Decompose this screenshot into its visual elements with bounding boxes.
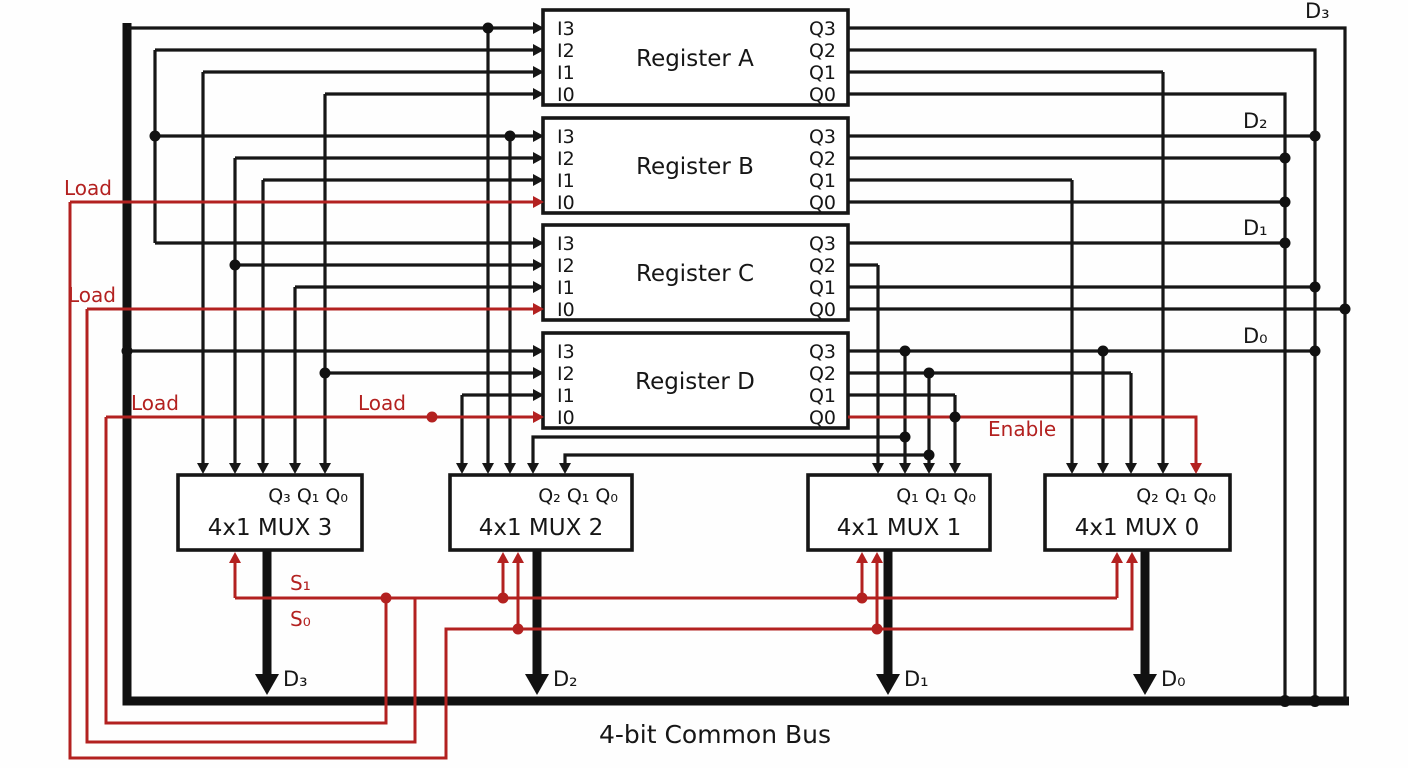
regc-q1-pin: Q1 [809, 277, 836, 299]
d2-feedback-wire [848, 48, 1317, 700]
mux2-feed-5 [559, 453, 929, 474]
load-b-label: Load [64, 176, 112, 200]
rega-i1-pin: I1 [557, 62, 575, 84]
d1-feedback-wire [848, 92, 1287, 700]
regc-i1-pin: I1 [557, 277, 575, 299]
control-labels: Load Load Load Load Enable S₁ S₀ [64, 176, 1056, 631]
register-output-wires [848, 70, 1345, 397]
d3-top-label: D₃ [1305, 0, 1330, 23]
common-bus-label: 4-bit Common Bus [599, 720, 831, 749]
regb-q2-pin: Q2 [809, 148, 836, 170]
regb-q1-pin: Q1 [809, 170, 836, 192]
regd-i2-pin: I2 [557, 363, 575, 385]
junction-dots [121, 22, 1351, 707]
mux0-name: 4x1 MUX 0 [1075, 515, 1200, 541]
regc-q0-pin: Q0 [809, 299, 836, 321]
mux0-box [1043, 473, 1232, 552]
mux1-output-label: D₁ [904, 667, 929, 691]
mux2-feed-4 [527, 435, 905, 474]
d0-top-label: D₀ [1243, 324, 1268, 348]
load-d-label: Load [131, 391, 179, 415]
regd-q1-pin: Q1 [809, 385, 836, 407]
register-c-name: Register C [636, 261, 754, 287]
regb-q0-pin: Q0 [809, 192, 836, 214]
register-input-wires [127, 22, 544, 401]
d1-top-label: D₁ [1243, 216, 1268, 240]
mux3-inputs-label: Q₃ Q₁ Q₀ [268, 485, 348, 507]
regb-i1-pin: I1 [557, 170, 575, 192]
mux-output-wires [255, 550, 1157, 695]
s0-wire [68, 202, 1138, 760]
input-distribution-wires [153, 28, 1169, 474]
mux3-box [176, 473, 364, 552]
enable-label: Enable [988, 417, 1056, 441]
regd-q2-pin: Q2 [809, 363, 836, 385]
regd-i3-pin: I3 [557, 341, 575, 363]
rega-q3-pin: Q3 [809, 18, 836, 40]
register-boxes [541, 8, 850, 430]
s0-label: S₀ [290, 607, 311, 631]
mux-boxes [176, 473, 1232, 552]
load-d-label-2: Load [358, 391, 406, 415]
regc-i0-pin: I0 [557, 299, 575, 321]
mux-labels: Q₃ Q₁ Q₀ 4x1 MUX 3 Q₂ Q₁ Q₀ 4x1 MUX 2 Q₁… [208, 485, 1216, 541]
regb-q3-pin: Q3 [809, 126, 836, 148]
mux1-box [806, 473, 992, 552]
mux1-name: 4x1 MUX 1 [837, 515, 962, 541]
register-d-box [541, 331, 850, 430]
register-d-name: Register D [635, 369, 755, 395]
mux1-inputs-label: Q₁ Q₁ Q₀ [896, 485, 976, 507]
rega-i2-pin: I2 [557, 40, 575, 62]
regc-i2-pin: I2 [557, 255, 575, 277]
rega-i0-pin: I0 [557, 84, 575, 106]
mux2-box [448, 473, 634, 552]
load-d-return-wire [104, 417, 388, 725]
load-c-label: Load [68, 283, 116, 307]
register-a-name: Register A [636, 46, 754, 72]
mux2-name: 4x1 MUX 2 [479, 515, 604, 541]
enable-wire [848, 415, 1202, 474]
regc-q2-pin: Q2 [809, 255, 836, 277]
regd-q3-pin: Q3 [809, 341, 836, 363]
bus-feedback-wires [848, 26, 1347, 700]
mux0-inputs-label: Q₂ Q₁ Q₀ [1136, 485, 1216, 507]
bus-left-bottom-line [122, 23, 1349, 706]
register-b-box [541, 116, 850, 215]
rega-q0-pin: Q0 [809, 84, 836, 106]
mux2-inputs-label: Q₂ Q₁ Q₀ [538, 485, 618, 507]
regb-i3-pin: I3 [557, 126, 575, 148]
d2-top-label: D₂ [1243, 109, 1268, 133]
register-labels: Register A I3 I2 I1 I0 Q3 Q2 Q1 Q0 Regis… [557, 18, 836, 429]
regd-i0-pin: I0 [557, 407, 575, 429]
regc-i3-pin: I3 [557, 233, 575, 255]
regc-q3-pin: Q3 [809, 233, 836, 255]
rega-q1-pin: Q1 [809, 62, 836, 84]
register-b-name: Register B [636, 154, 754, 180]
d3-feedback-wire [848, 26, 1347, 700]
rega-q2-pin: Q2 [809, 40, 836, 62]
load-c-return-wire [85, 309, 417, 744]
regd-q0-pin: Q0 [809, 407, 836, 429]
mux2-output-label: D₂ [553, 667, 578, 691]
common-bus-outline [122, 23, 1349, 706]
mux3-name: 4x1 MUX 3 [208, 515, 333, 541]
mux0-output-label: D₀ [1161, 667, 1186, 691]
rega-i3-pin: I3 [557, 18, 575, 40]
s1-label: S₁ [290, 571, 311, 595]
regb-i2-pin: I2 [557, 148, 575, 170]
regb-i0-pin: I0 [557, 192, 575, 214]
bus-line-labels: D₃ D₂ D₁ D₀ D₃ D₂ D₁ D₀ 4-bit Common Bus [283, 0, 1330, 749]
mux3-output-label: D₃ [283, 667, 308, 691]
register-a-box [541, 8, 850, 107]
register-c-box [541, 223, 850, 322]
regd-i1-pin: I1 [557, 385, 575, 407]
